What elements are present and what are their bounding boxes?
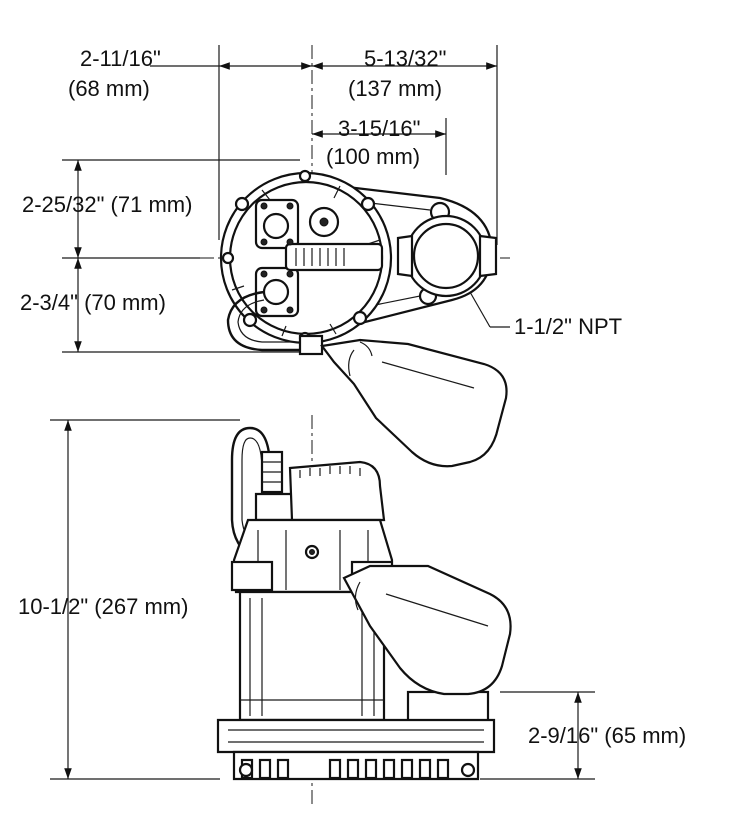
dim-discharge-offset-imperial: 3-15/16" [338, 116, 421, 141]
dim-top-right-width-metric: (137 mm) [348, 76, 443, 101]
dim-inlet-height: 2-9/16" (65 mm) [528, 723, 687, 748]
dim-upper-depth: 2-25/32" (71 mm) [22, 192, 193, 217]
dim-top-right-width-imperial: 5-13/32" [364, 46, 447, 71]
dim-lower-depth: 2-3/4" (70 mm) [20, 290, 166, 315]
dim-discharge-offset-metric: (100 mm) [326, 144, 421, 169]
dim-discharge-npt: 1-1/2" NPT [514, 314, 623, 339]
dim-total-height: 10-1/2" (267 mm) [18, 594, 189, 619]
dim-top-left-width-imperial: 2-11/16" [80, 46, 161, 71]
top-view [62, 45, 510, 468]
dim-top-left-width-metric: (68 mm) [68, 76, 150, 101]
side-view [50, 415, 595, 805]
